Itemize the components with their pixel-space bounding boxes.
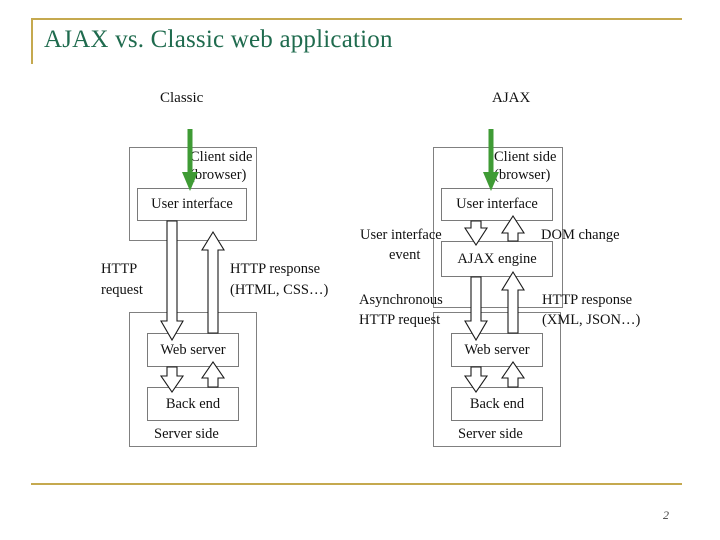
title-rule-left [31,18,33,64]
footer-rule [31,483,682,485]
ajax-user-interface-box: User interface [441,188,553,221]
ajax-back-end-box: Back end [451,387,543,421]
ajax-http-response-label-line1: HTTP response [542,292,633,308]
classic-server-zone-box [129,312,257,447]
classic-user-interface-box: User interface [137,188,247,221]
ajax-client-zone-label-line1: Client side [494,149,557,165]
ajax-client-zone-label-line2: (browser) [494,167,551,183]
classic-http-request-label-line1: HTTP [101,261,138,277]
classic-http-response-label-line1: HTTP response [230,261,321,277]
classic-client-zone-label-line1: Client side [190,149,253,165]
page-title: AJAX vs. Classic web application [44,26,393,53]
classic-client-zone-box [129,147,257,241]
ajax-async-request-label-line1: Asynchronous [359,292,443,308]
ajax-dom-change-label: DOM change [541,227,620,243]
classic-client-zone-label-line2: (browser) [190,167,247,183]
column-heading-classic: Classic [160,90,204,106]
classic-http-response-label-line2: (HTML, CSS…) [230,282,329,298]
classic-back-end-box: Back end [147,387,239,421]
column-heading-ajax: AJAX [492,90,531,106]
classic-web-server-box: Web server [147,333,239,367]
page-number: 2 [663,508,669,522]
ajax-async-request-label-line2: HTTP request [359,312,441,328]
ajax-client-zone-box [433,147,563,308]
classic-server-zone-label: Server side [154,426,219,442]
classic-http-request-label-line2: request [101,282,143,298]
title-rule-top [31,18,682,20]
ajax-ui-event-label-line1: User interface [360,227,442,243]
ajax-engine-box: AJAX engine [441,241,553,277]
ajax-server-zone-box [433,312,561,447]
ajax-server-zone-label: Server side [458,426,523,442]
ajax-web-server-box: Web server [451,333,543,367]
ajax-http-response-label-line2: (XML, JSON…) [542,312,641,328]
ajax-ui-event-label-line2: event [389,247,421,263]
